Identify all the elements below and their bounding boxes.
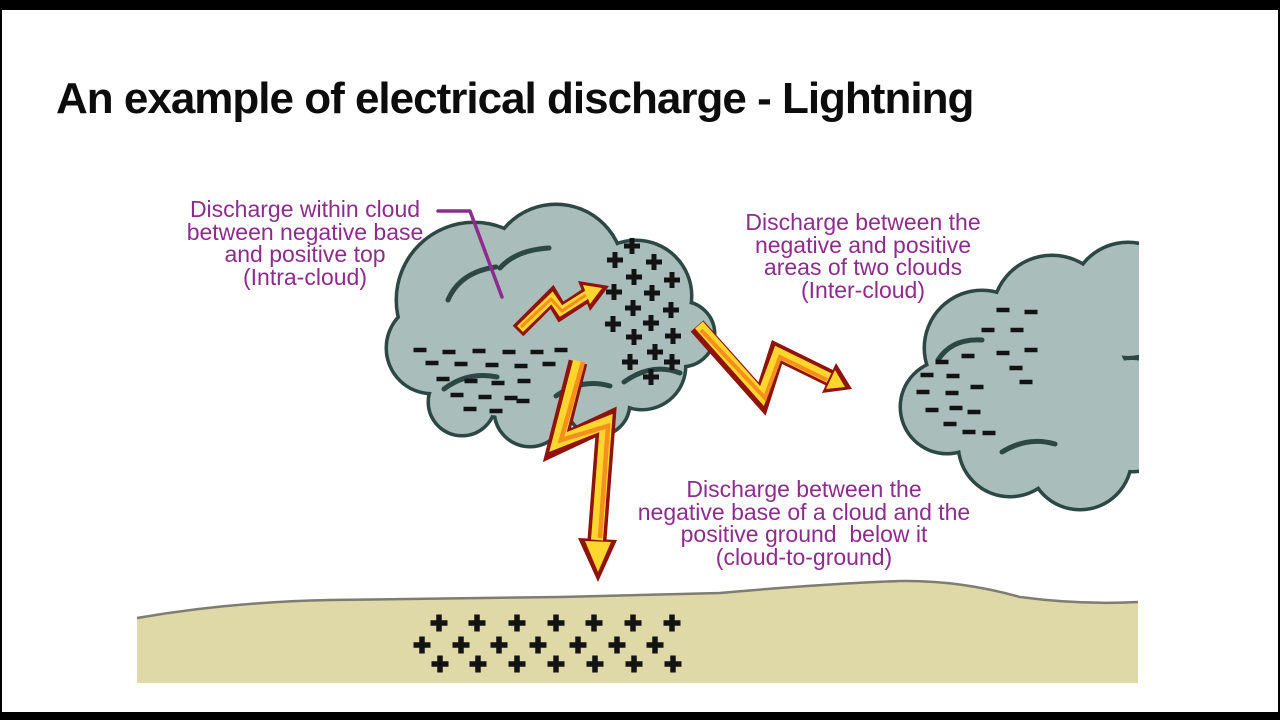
plus-symbol — [665, 328, 681, 344]
plus-symbol — [643, 369, 659, 385]
positive-charges-main-cloud — [605, 238, 681, 385]
plus-symbol — [606, 284, 622, 300]
plus-symbol — [431, 655, 449, 673]
plus-symbol — [468, 614, 486, 632]
plus-symbol — [430, 614, 448, 632]
plus-symbol — [547, 655, 565, 673]
label-line: positive ground below it — [680, 521, 928, 547]
ground — [136, 579, 1139, 683]
plus-symbol — [664, 655, 682, 673]
label-line: between negative base — [186, 218, 424, 245]
ground-terrain-line — [136, 579, 1139, 620]
plus-symbol — [663, 302, 679, 318]
label-line: and positive top — [224, 241, 386, 267]
label-line: (Intra-cloud) — [243, 263, 367, 290]
plus-symbol — [624, 614, 642, 632]
plus-symbol — [608, 636, 626, 654]
plus-symbol — [569, 636, 587, 654]
ground-surface — [137, 580, 1138, 683]
intra-cloud-lightning-arrow — [512, 281, 609, 337]
slide-title: An example of electrical discharge - Lig… — [56, 74, 974, 123]
label-line: areas of two clouds — [763, 254, 963, 280]
plus-symbol — [469, 655, 487, 673]
positive-charges-ground — [413, 614, 682, 673]
plus-symbol — [508, 614, 526, 632]
right-cloud-fold-arcs — [935, 337, 1058, 455]
plus-symbol — [508, 655, 526, 673]
plus-symbol — [626, 269, 642, 285]
plus-symbol — [625, 655, 643, 673]
plus-symbol — [646, 254, 662, 270]
plus-symbol — [607, 252, 623, 268]
plus-symbol — [647, 344, 663, 360]
plus-symbol — [664, 272, 680, 288]
letterbox-left-edge — [0, 10, 2, 712]
plus-symbol — [625, 300, 641, 316]
negative-charges-main-cloud — [413, 347, 568, 414]
plus-symbol — [452, 636, 470, 654]
plus-symbol — [643, 315, 659, 331]
plus-symbol — [413, 636, 431, 654]
label-line: negative base of a cloud and the — [637, 498, 971, 525]
negative-charges-right-cloud — [916, 307, 1038, 436]
label-line: Discharge within cloud — [189, 196, 421, 222]
main-cloud — [384, 202, 717, 449]
plus-symbol — [490, 636, 508, 654]
plus-symbol — [547, 614, 565, 632]
right-cloud — [898, 240, 1139, 512]
letterbox-right-edge — [1278, 10, 1280, 712]
plus-symbol — [664, 354, 680, 370]
label-line: negative and positive — [754, 231, 972, 258]
plus-symbol — [663, 614, 681, 632]
cloud-to-ground-lightning-arrow — [542, 359, 617, 582]
plus-symbol — [646, 636, 664, 654]
plus-symbol — [529, 636, 547, 654]
letterbox-top-bar — [0, 0, 1280, 10]
plus-symbol — [622, 354, 638, 370]
letterbox-bottom-bar — [0, 712, 1280, 720]
plus-symbol — [605, 316, 621, 332]
label-line: Discharge between the — [745, 209, 981, 235]
plus-symbol — [644, 285, 660, 301]
label-line: (Inter-cloud) — [801, 276, 925, 303]
label-pointer-line — [436, 209, 504, 299]
plus-symbol — [624, 238, 640, 254]
plus-symbol — [626, 329, 642, 345]
plus-symbol — [586, 655, 604, 673]
label-line: Discharge between the — [686, 476, 922, 502]
inter-cloud-lightning-arrow — [690, 320, 852, 416]
plus-symbol — [585, 614, 603, 632]
label-line: (cloud-to-ground) — [715, 543, 893, 570]
